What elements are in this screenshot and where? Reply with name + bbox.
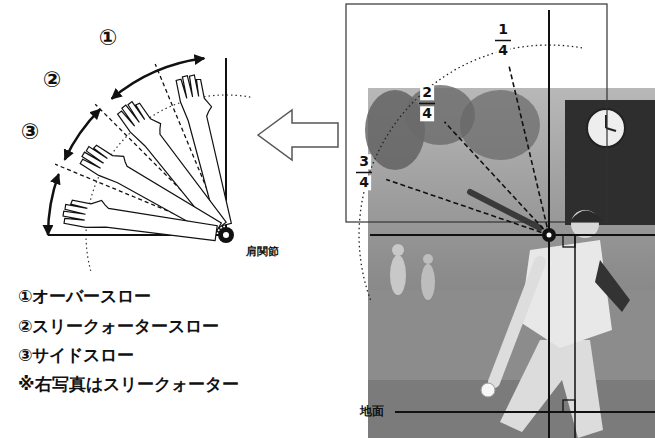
pointer-arrow [258,110,338,160]
fraction-numerator: 1 [496,22,510,37]
arm-angle-diagram [48,58,250,271]
pitcher-photo [365,85,655,438]
ground-label: 地面 [360,405,384,418]
legend-note: ①オーバースロー [18,287,151,306]
joint-label: 肩関節 [246,246,279,258]
callout-number: ② [43,68,62,92]
zoom-frame [346,4,607,222]
fraction-denominator: 4 [357,175,371,190]
legend-note: ③サイドスロー [18,346,134,365]
legend-note: ※右写真はスリークォーター [18,375,239,394]
fraction-numerator: 2 [420,85,434,100]
callout-number: ① [99,26,118,50]
angle-guides [356,10,655,438]
fraction-denominator: 4 [496,43,510,58]
callout-number: ③ [21,120,40,144]
fraction-denominator: 4 [420,106,434,121]
fraction-numerator: 3 [357,154,371,169]
legend-note: ②スリークォータースロー [18,317,219,336]
